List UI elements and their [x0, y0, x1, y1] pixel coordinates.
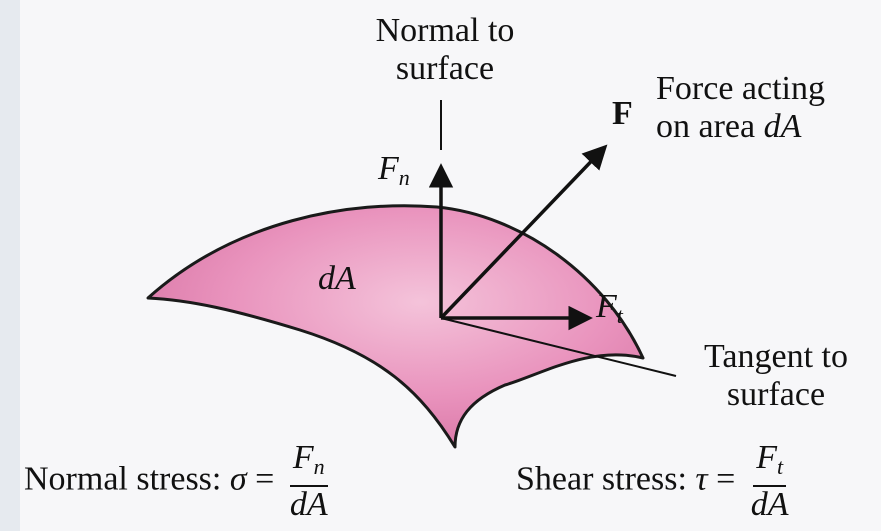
force-label-line1: Force acting [656, 70, 825, 107]
normal-stress-prefix: Normal stress: [24, 460, 230, 498]
fn-label-sub: n [398, 165, 410, 190]
shear-stress-numerator: Ft [753, 439, 787, 487]
fn-label-main: F [378, 150, 399, 187]
shear-stress-prefix: Shear stress: [516, 460, 696, 498]
tangent-line [440, 317, 677, 377]
normal-label-line1: Normal to [375, 12, 515, 49]
shear-num-sub: t [777, 454, 784, 479]
normal-num-main: F [292, 439, 314, 476]
force-label-line2: on area dA [656, 108, 825, 146]
normal-num-sub: n [313, 454, 325, 479]
area-label: dA [318, 260, 356, 297]
ft-label-sub: t [616, 303, 623, 328]
force-arrow [439, 144, 608, 320]
fn-label: Fn [378, 150, 410, 197]
ft-label: Ft [596, 288, 623, 335]
shear-stress-denominator: dA [750, 486, 789, 523]
surface-patch [146, 204, 645, 449]
force-symbol: F [612, 95, 633, 132]
tangent-label-line2: surface [726, 376, 826, 413]
normal-label-line2: surface [395, 50, 495, 87]
ft-label-main: F [596, 288, 617, 325]
normal-stress-denominator: dA [289, 486, 328, 523]
tangent-label-line1: Tangent to [704, 338, 848, 375]
shear-num-main: F [756, 439, 777, 476]
force-label: Force acting on area dA [656, 70, 825, 146]
shear-stress-equals: = [707, 460, 744, 498]
sigma-symbol: σ [229, 460, 247, 498]
normal-label: Normal to surface [350, 12, 540, 88]
normal-stress-numerator: Fn [289, 439, 328, 487]
tangent-label: Tangent to surface [676, 338, 876, 414]
force-label-var: dA [763, 108, 802, 145]
tau-symbol: τ [695, 460, 708, 498]
force-label-prefix: on area [656, 108, 764, 145]
normal-stress-equals: = [246, 460, 283, 498]
